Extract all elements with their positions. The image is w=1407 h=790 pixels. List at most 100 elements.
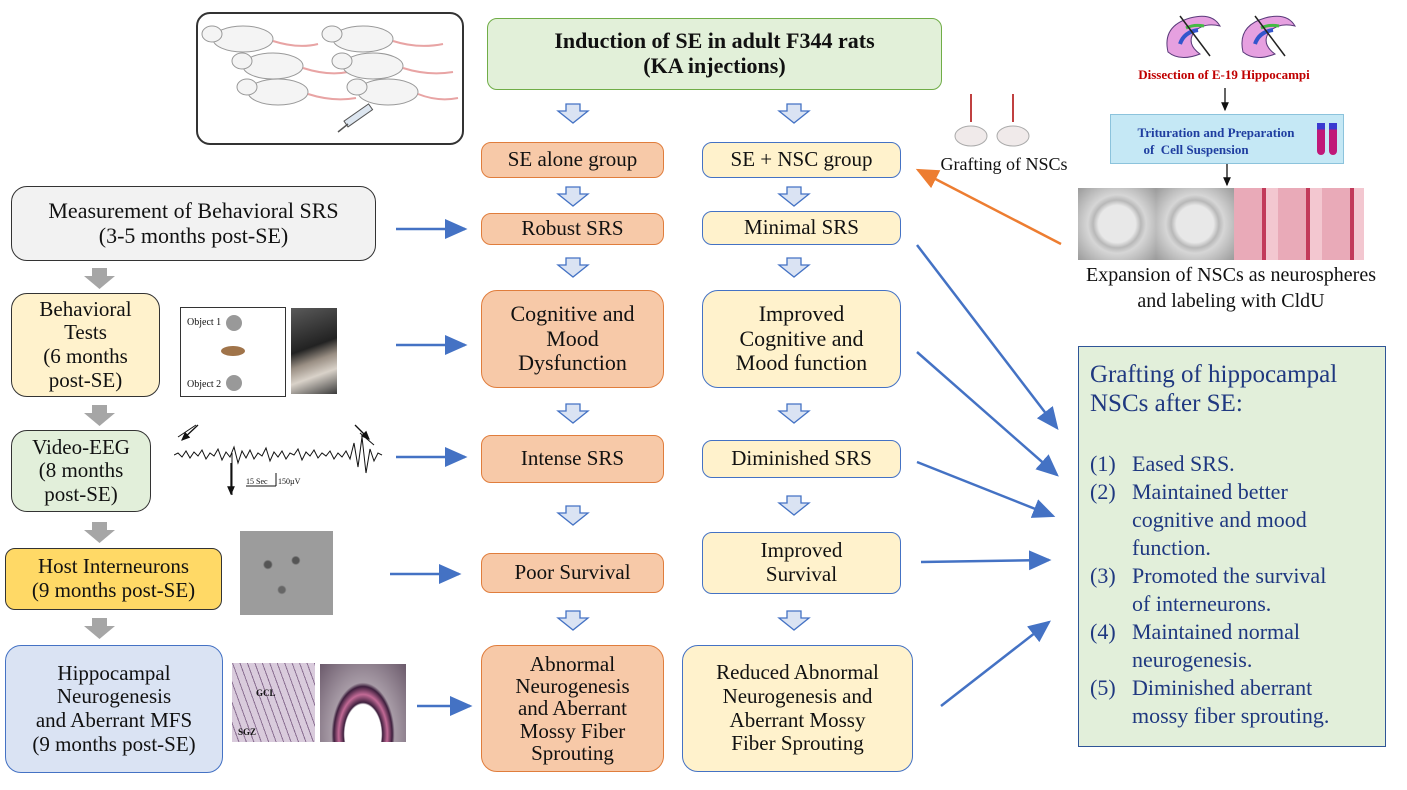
trituration-box: Trituration and Preparation of Cell Susp… (1110, 114, 1344, 164)
video-eeg-line1: Video-EEG (32, 434, 130, 459)
object2-marker (226, 375, 242, 391)
eeg-voltage-scale: 150µV (278, 477, 301, 486)
rat-icon (231, 52, 349, 80)
connector-arrow (920, 550, 1052, 571)
connector-arrow (916, 460, 1056, 518)
rat-icon (236, 78, 357, 106)
sgz-label: SGZ (238, 727, 257, 737)
summary-panel: Grafting of hippocampal NSCs after SE: (… (1078, 346, 1386, 747)
host-interneurons-line2: (9 months post-SE) (31, 578, 196, 602)
outcome-down-arrow (556, 103, 590, 124)
neurosphere-photo (1078, 188, 1156, 260)
step-down-arrow (84, 522, 115, 543)
behavioral-srs-step: Measurement of Behavioral SRS (3-5 month… (11, 186, 376, 261)
eeg-time-scale: 15 Sec (246, 477, 268, 486)
summary-heading-line2: NSCs after SE: (1090, 390, 1243, 417)
summary-item-text: neurogenesis. (1132, 647, 1253, 672)
syringe-icon (337, 103, 374, 133)
improved-survival-line1: Improved (760, 538, 843, 563)
outcome-down-arrow (556, 610, 590, 631)
behavioral-tests-line1: Behavioral (39, 296, 132, 321)
connector-arrow (916, 244, 1059, 430)
improved-cognition-line2: Cognitive and (739, 325, 864, 351)
video-eeg-line3: post-SE) (44, 481, 118, 506)
rat-icon (321, 25, 444, 53)
poor-survival-box: Poor Survival (481, 553, 664, 593)
expansion-line1: Expansion of NSCs as neurospheres (1086, 264, 1376, 286)
summary-item: (3) Promoted the survival of interneuron… (1090, 562, 1385, 618)
rat-injection-icons (954, 94, 1030, 147)
se-nsc-group-label: SE + NSC group (730, 147, 873, 172)
robust-srs-box: Robust SRS (481, 213, 664, 245)
reduced-neurogenesis-line2: Neurogenesis and (722, 683, 873, 708)
object1-marker (226, 315, 242, 331)
improved-cognition-box: Improved Cognitive and Mood function (702, 290, 901, 388)
outcome-down-arrow (556, 257, 590, 278)
behavioral-tests-line3: (6 months (43, 344, 128, 368)
test-tube-icon (1317, 123, 1325, 155)
behavioral-tests-step: Behavioral Tests (6 months post-SE) (11, 293, 160, 397)
summary-item-num: (4) (1090, 619, 1116, 644)
hippocampal-neurogenesis-step: Hippocampal Neurogenesis and Aberrant MF… (5, 645, 223, 773)
step-down-arrow (84, 618, 115, 639)
reduced-neurogenesis-line4: Fiber Sprouting (731, 731, 864, 756)
rat-icon (201, 25, 319, 53)
test-tube-icon (1329, 123, 1337, 155)
behavioral-srs-line1: Measurement of Behavioral SRS (48, 197, 339, 223)
minimal-srs-label: Minimal SRS (744, 215, 859, 240)
eeg-event-arrow (181, 424, 199, 441)
trituration-line1: Trituration and Preparation (1137, 125, 1295, 140)
outcome-down-arrow (777, 495, 811, 516)
hippocampus-drawings (1166, 15, 1297, 58)
object1-label: Object 1 (187, 317, 222, 328)
gcl-micrograph: GCL SGZ (232, 663, 315, 742)
abnormal-neurogenesis-line5: Sprouting (531, 740, 614, 765)
behavioral-tests-line4: post-SE) (48, 367, 123, 392)
trituration-line2: of Cell Suspension (1143, 142, 1249, 157)
induction-line1: Induction of SE in adult F344 rats (554, 28, 875, 54)
cognitive-dysfunction-box: Cognitive and Mood Dysfunction (481, 290, 664, 388)
rats-illustration (201, 25, 459, 133)
summary-item-text: cognitive and mood (1132, 507, 1307, 532)
summary-list: (1) Eased SRS. (2) Maintained better cog… (1090, 450, 1385, 730)
rat-icon (331, 52, 454, 80)
se-alone-group-label: SE alone group (507, 147, 638, 172)
summary-item-text: function. (1132, 535, 1211, 560)
behavioral-srs-line2: (3-5 months post-SE) (98, 222, 289, 248)
outcome-down-arrow (777, 186, 811, 207)
hippocampal-neurogenesis-line2: Neurogenesis (56, 684, 172, 709)
summary-item: (2) Maintained better cognitive and mood… (1090, 478, 1385, 562)
diminished-srs-label: Diminished SRS (731, 446, 872, 471)
outcome-down-arrow (777, 403, 811, 424)
diminished-srs-box: Diminished SRS (702, 440, 901, 478)
video-eeg-line2: (8 months (38, 458, 124, 483)
summary-heading-line1: Grafting of hippocampal (1090, 361, 1338, 388)
induction-box: Induction of SE in adult F344 rats (KA i… (487, 18, 942, 90)
reduced-neurogenesis-line3: Aberrant Mossy (729, 707, 866, 732)
object2-label: Object 2 (187, 379, 222, 390)
neurosphere-photo (1156, 188, 1234, 260)
rats-illustration-panel (196, 12, 464, 145)
induction-line2: (KA injections) (643, 53, 786, 78)
reduced-neurogenesis-box: Reduced Abnormal Neurogenesis and Aberra… (682, 645, 913, 772)
reduced-neurogenesis-line1: Reduced Abnormal (716, 660, 879, 685)
summary-item: (1) Eased SRS. (1090, 450, 1385, 478)
hippocampal-neurogenesis-line4: (9 months post-SE) (32, 731, 196, 756)
intense-srs-box: Intense SRS (481, 435, 664, 483)
abnormal-neurogenesis-line4: Mossy Fiber (519, 718, 626, 743)
summary-item-text: Eased SRS. (1132, 451, 1235, 476)
improved-cognition-line3: Mood function (735, 350, 868, 376)
eeg-trace-image (174, 424, 383, 495)
video-eeg-step: Video-EEG (8 months post-SE) (11, 430, 151, 512)
outcome-down-arrow (777, 610, 811, 631)
hippocampus-icon (1166, 15, 1222, 58)
summary-item-text: mossy fiber sprouting. (1132, 703, 1330, 728)
cognitive-dysfunction-line3: Dysfunction (518, 350, 627, 376)
outcome-down-arrow (777, 257, 811, 278)
gcl-label: GCL (256, 688, 276, 698)
mossy-fiber-micrograph (320, 664, 406, 742)
step-down-arrow (84, 268, 115, 289)
host-interneurons-step: Host Interneurons (9 months post-SE) (5, 548, 222, 610)
summary-item-num: (5) (1090, 675, 1116, 700)
